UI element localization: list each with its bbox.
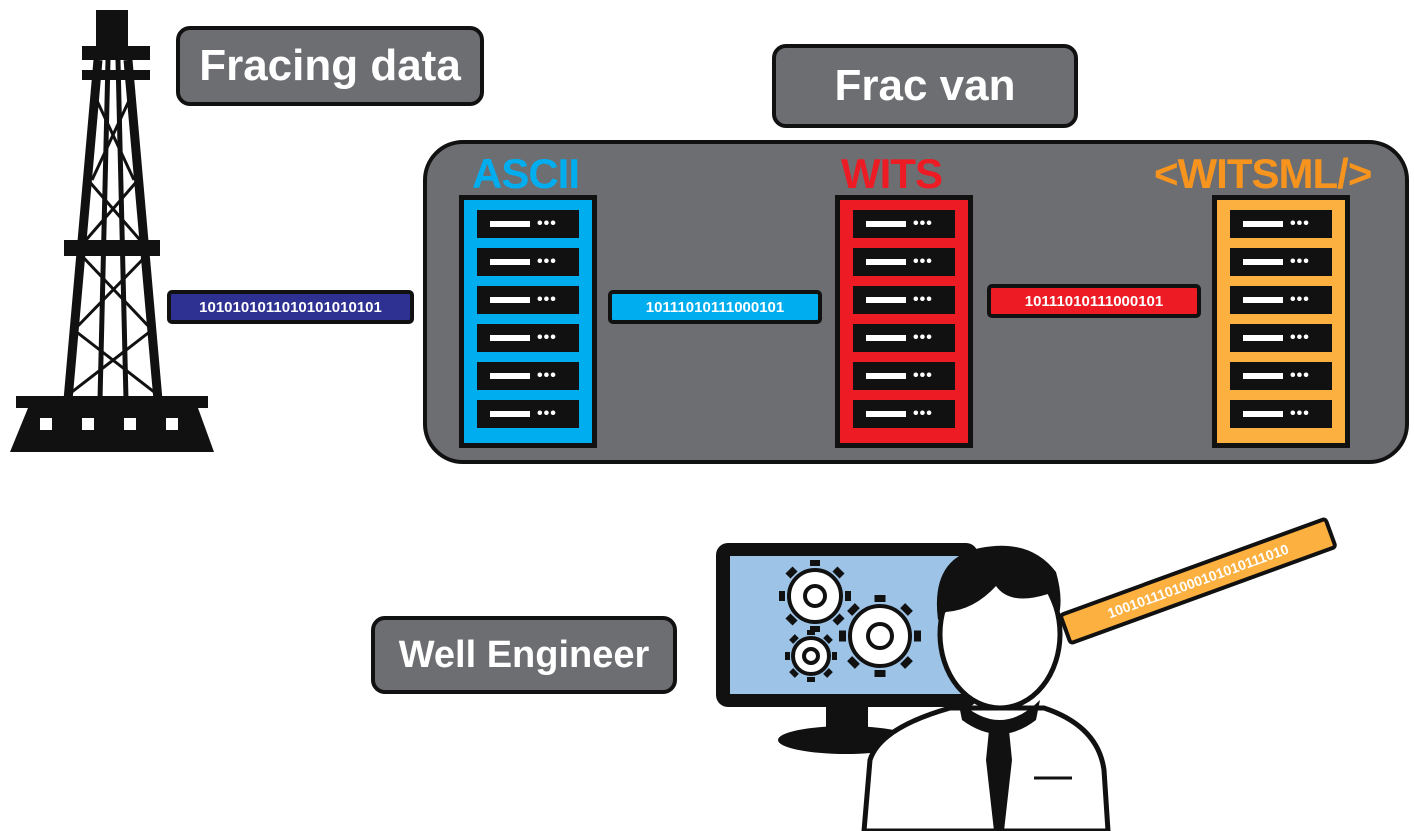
- server-slot: •••: [477, 324, 579, 352]
- slot-bar: [866, 335, 906, 341]
- slot-dots: •••: [1290, 253, 1310, 270]
- server-slot: •••: [1230, 286, 1332, 314]
- slot-dots: •••: [913, 405, 933, 422]
- slot-bar: [490, 411, 530, 417]
- slot-bar: [866, 221, 906, 227]
- server-slot: •••: [1230, 210, 1332, 238]
- slot-dots: •••: [537, 215, 557, 232]
- witsml-server-rack-icon: ••• ••• ••• ••• ••• •••: [1212, 195, 1350, 448]
- witsml-title: <WITSML/>: [1154, 150, 1372, 197]
- slot-bar: [490, 259, 530, 265]
- server-slot: •••: [853, 286, 955, 314]
- slot-bar: [1243, 259, 1283, 265]
- slot-dots: •••: [1290, 291, 1310, 308]
- slot-bar: [866, 297, 906, 303]
- witsml-data-strip: 1001011101000101010111010: [1057, 516, 1339, 646]
- server-slot: •••: [853, 210, 955, 238]
- slot-bar: [1243, 411, 1283, 417]
- slot-bar: [866, 373, 906, 379]
- slot-bar: [490, 373, 530, 379]
- wits-title: WITS: [841, 150, 943, 197]
- server-slot: •••: [853, 324, 955, 352]
- server-slot: •••: [477, 248, 579, 276]
- engineer-person-icon: [861, 545, 1111, 831]
- slot-bar: [1243, 297, 1283, 303]
- gears-icon: [779, 560, 921, 682]
- server-slot: •••: [853, 362, 955, 390]
- server-slot: •••: [1230, 324, 1332, 352]
- slot-bar: [490, 297, 530, 303]
- server-slot: •••: [1230, 248, 1332, 276]
- slot-dots: •••: [537, 253, 557, 270]
- slot-dots: •••: [537, 329, 557, 346]
- server-slot: •••: [477, 210, 579, 238]
- slot-bar: [866, 259, 906, 265]
- slot-dots: •••: [913, 215, 933, 232]
- slot-dots: •••: [1290, 367, 1310, 384]
- well-engineer-label: Well Engineer: [371, 616, 677, 694]
- wits-data-strip: 10111010111000101: [987, 284, 1201, 318]
- slot-dots: •••: [1290, 329, 1310, 346]
- slot-dots: •••: [1290, 215, 1310, 232]
- slot-dots: •••: [537, 291, 557, 308]
- slot-bar: [1243, 221, 1283, 227]
- slot-dots: •••: [913, 291, 933, 308]
- ascii-title: ASCII: [472, 150, 580, 197]
- server-slot: •••: [477, 286, 579, 314]
- server-slot: •••: [1230, 400, 1332, 428]
- slot-bar: [490, 335, 530, 341]
- slot-bar: [1243, 373, 1283, 379]
- monitor-icon: [716, 543, 978, 754]
- server-slot: •••: [477, 400, 579, 428]
- raw-data-strip: 1010101011010101010101: [167, 290, 414, 324]
- slot-dots: •••: [537, 367, 557, 384]
- frac-van-label: Frac van: [772, 44, 1078, 128]
- slot-bar: [490, 221, 530, 227]
- ascii-data-strip: 10111010111000101: [608, 290, 822, 324]
- slot-dots: •••: [1290, 405, 1310, 422]
- oil-rig-icon: [10, 10, 214, 452]
- ascii-server-rack-icon: ••• ••• ••• ••• ••• •••: [459, 195, 597, 448]
- server-slot: •••: [853, 248, 955, 276]
- slot-dots: •••: [537, 405, 557, 422]
- slot-bar: [1243, 335, 1283, 341]
- server-slot: •••: [477, 362, 579, 390]
- server-slot: •••: [853, 400, 955, 428]
- slot-dots: •••: [913, 367, 933, 384]
- fracing-data-label: Fracing data: [176, 26, 484, 106]
- slot-dots: •••: [913, 253, 933, 270]
- wits-server-rack-icon: ••• ••• ••• ••• ••• •••: [835, 195, 973, 448]
- server-slot: •••: [1230, 362, 1332, 390]
- slot-dots: •••: [913, 329, 933, 346]
- slot-bar: [866, 411, 906, 417]
